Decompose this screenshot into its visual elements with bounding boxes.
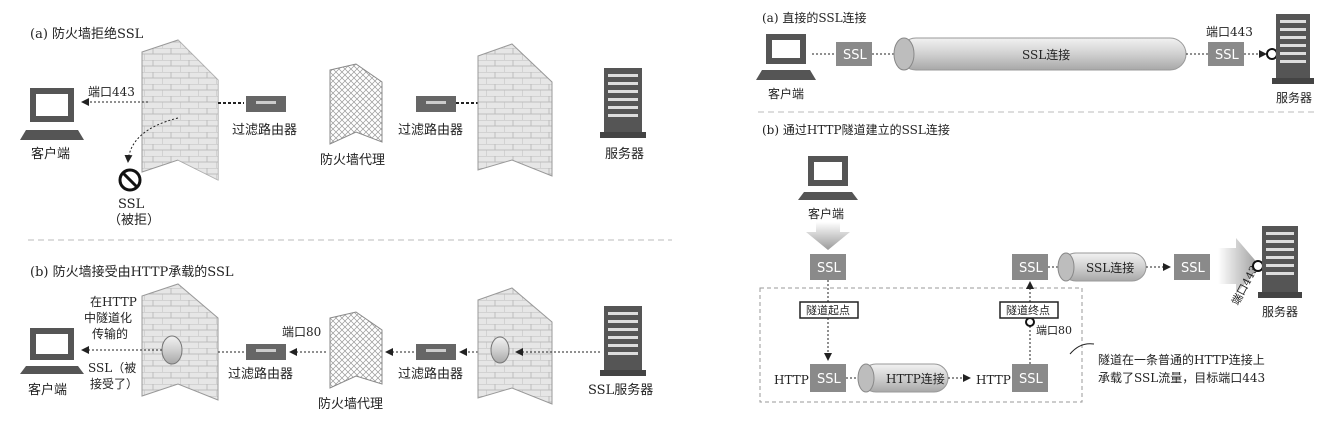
right-b-port-label: 端口80 xyxy=(1036,324,1072,337)
right-a-server-label: 服务器 xyxy=(1276,90,1312,105)
right-a-ssl-right-box xyxy=(1208,42,1244,66)
left-a-rejected-label: （被拒） xyxy=(108,213,160,228)
left-a-client-computer-icon xyxy=(20,88,84,140)
left-b-title: (b) 防火墙接受由HTTP承载的SSL xyxy=(30,264,234,280)
right-b-note-2: 承载了SSL流量，目标端口443 xyxy=(1098,371,1265,385)
left-b-ssl-note-1: SSL（被 xyxy=(88,361,136,375)
right-a-ssl-left-box xyxy=(836,42,872,66)
left-b-firewall-1 xyxy=(141,283,219,401)
right-b-ssl-3: SSL xyxy=(1019,261,1044,276)
right-a-client-label: 客户端 xyxy=(768,86,804,101)
right-a-ssl-right: SSL xyxy=(1215,48,1240,63)
left-a-ssl-label: SSL xyxy=(118,197,145,212)
right-b-ssl-2: SSL xyxy=(1019,372,1044,387)
left-b-router-1-label: 过滤路由器 xyxy=(228,366,293,382)
right-b-port80-circle xyxy=(1025,317,1035,327)
left-b-client-label: 客户端 xyxy=(28,382,67,398)
left-b-router-1-icon xyxy=(246,344,286,360)
left-b-tunnel-note-3: 传输的 xyxy=(92,326,128,341)
left-b-ssl-note-2: 接受了） xyxy=(90,376,138,391)
left-b-tunnel-note-2: 中隧道化 xyxy=(84,310,132,325)
left-b-router-2-icon xyxy=(416,344,456,360)
left-a-firewall-proxy xyxy=(329,63,383,145)
left-a-port-label: 端口443 xyxy=(88,85,135,99)
right-b-pipe-label: HTTP连接 xyxy=(886,371,945,386)
right-b-note-pointer xyxy=(1069,343,1095,355)
right-b-http-1: HTTP xyxy=(774,373,809,387)
left-b-client-computer-icon xyxy=(20,328,84,374)
right-b-down-arrow xyxy=(806,222,850,250)
right-b-server-label: 服务器 xyxy=(1262,304,1298,319)
right-b-client-computer-icon xyxy=(798,156,858,200)
right-a-port-label: 端口443 xyxy=(1206,25,1253,39)
left-b-server-icon xyxy=(600,306,646,376)
right-b-pipe2-label: SSL连接 xyxy=(1086,260,1134,275)
left-a-firewall-2 xyxy=(477,43,553,177)
right-b-ssl-1-box xyxy=(810,364,846,392)
right-a-ssl-pipe xyxy=(893,37,1187,71)
right-b-port443-circle xyxy=(1252,260,1264,272)
right-b-ssl-pipe xyxy=(1057,252,1147,282)
left-a-router-1-icon xyxy=(246,96,286,112)
right-b-title: (b) 通过HTTP隧道建立的SSL连接 xyxy=(762,122,950,137)
left-a-proxy-label: 防火墙代理 xyxy=(320,152,385,168)
right-b-client-label: 客户端 xyxy=(808,206,844,221)
left-b-router-2-label: 过滤路由器 xyxy=(398,366,463,382)
no-entry-icon xyxy=(118,168,142,192)
left-b-tunnel-note-1: 在HTTP xyxy=(90,295,137,309)
right-b-ssl-3-box xyxy=(1012,254,1048,280)
left-a-title: (a) 防火墙拒绝SSL xyxy=(30,26,144,42)
right-a-ssl-left: SSL xyxy=(843,48,868,63)
left-a-router-2-label: 过滤路由器 xyxy=(398,122,463,138)
left-b-firewall-2 xyxy=(477,287,553,405)
right-b-ssl-1: SSL xyxy=(817,372,842,387)
right-b-http-pipe xyxy=(857,363,949,393)
right-b-server-arrow xyxy=(1218,238,1260,294)
left-a-firewall-1 xyxy=(141,39,219,181)
right-b-server-icon xyxy=(1258,226,1302,298)
left-b-proxy-label: 防火墙代理 xyxy=(318,396,383,412)
right-a-pipe-label: SSL连接 xyxy=(1022,47,1070,62)
right-b-note-1: 隧道在一条普通的HTTP连接上 xyxy=(1098,352,1265,367)
right-b-tunnel-start-box xyxy=(799,301,859,319)
right-b-ssl-2-box xyxy=(1012,364,1048,392)
right-a-server-icon xyxy=(1272,14,1314,84)
right-a-port-circle xyxy=(1266,48,1278,60)
right-b-http-2: HTTP xyxy=(976,373,1011,387)
left-b-port-label: 端口80 xyxy=(282,325,321,339)
left-a-reject-arrow xyxy=(124,117,179,163)
right-a-client-computer-icon xyxy=(756,34,816,80)
left-b-firewall-proxy xyxy=(329,311,383,389)
left-a-server-icon xyxy=(600,68,646,138)
left-a-router-1-label: 过滤路由器 xyxy=(232,122,297,138)
left-a-server-label: 服务器 xyxy=(605,146,644,162)
right-b-tunnel-end: 隧道终点 xyxy=(1006,303,1050,317)
right-b-tunnel-end-box xyxy=(999,301,1059,319)
right-b-tunnel-start: 隧道起点 xyxy=(806,303,850,317)
right-b-ssl-4: SSL xyxy=(1181,261,1206,276)
left-b-server-label: SSL服务器 xyxy=(588,382,653,398)
left-a-router-2-icon xyxy=(416,96,456,112)
right-b-ssl-top-box xyxy=(810,254,846,280)
left-a-client-label: 客户端 xyxy=(31,146,70,162)
right-b-ssl-top: SSL xyxy=(817,261,842,276)
right-a-title: (a) 直接的SSL连接 xyxy=(762,10,867,25)
right-b-ssl-4-box xyxy=(1174,254,1210,280)
